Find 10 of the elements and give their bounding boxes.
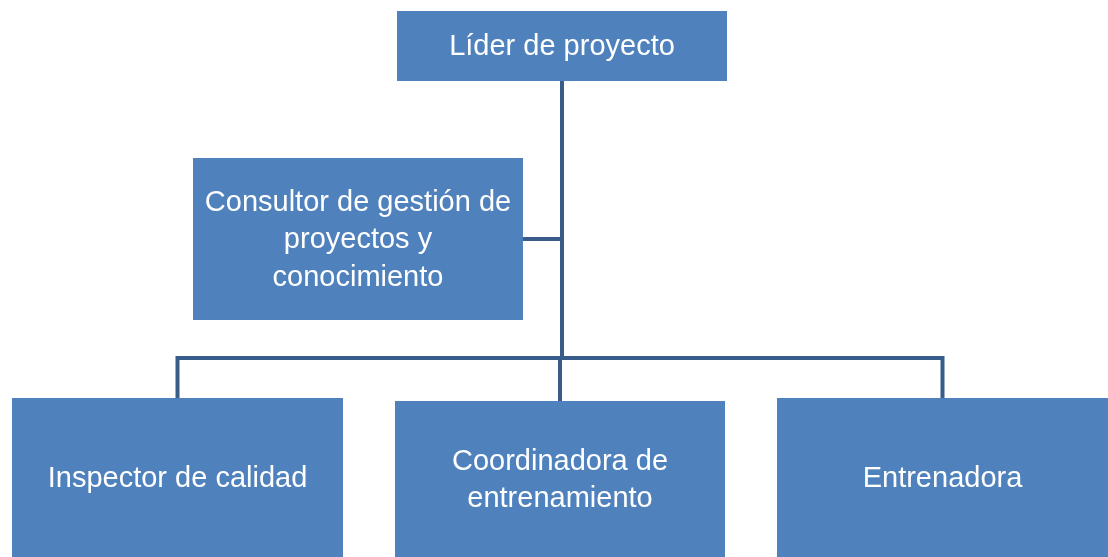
role-box xyxy=(12,398,343,557)
role-box xyxy=(397,11,727,81)
role-box xyxy=(395,401,725,557)
role-box xyxy=(777,398,1108,557)
role-title: Entrenadora xyxy=(862,459,1023,495)
role-title: Coordinadora de entrenamiento xyxy=(450,442,669,515)
role-box xyxy=(193,158,523,320)
role-title: Líder de proyecto xyxy=(449,28,675,64)
role-title: Inspector de calidad xyxy=(47,459,308,495)
role-title: Consultor de gestión de proyectos y conocimiento xyxy=(203,184,513,294)
